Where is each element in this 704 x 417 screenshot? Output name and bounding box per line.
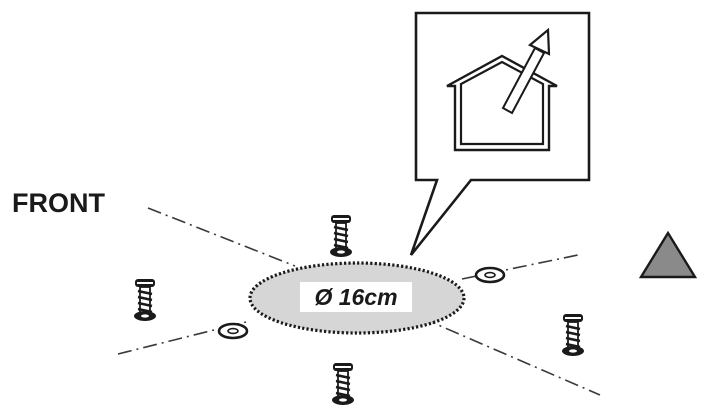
screw-icon xyxy=(328,213,354,259)
triangle-icon xyxy=(638,230,698,279)
screw-icon xyxy=(132,277,158,323)
washer-icon xyxy=(474,266,506,284)
screw-icon xyxy=(330,361,356,407)
guide-line-front-left xyxy=(147,207,296,267)
guide-line-rear-right xyxy=(421,317,601,396)
front-label: FRONT xyxy=(12,188,105,218)
house-ventilation-icon xyxy=(446,27,558,152)
callout xyxy=(409,11,591,256)
diameter-label-bg xyxy=(300,282,412,312)
washer-icon xyxy=(217,322,249,340)
screw-icon xyxy=(560,312,586,358)
diameter-label: Ø 16cm xyxy=(314,284,397,310)
